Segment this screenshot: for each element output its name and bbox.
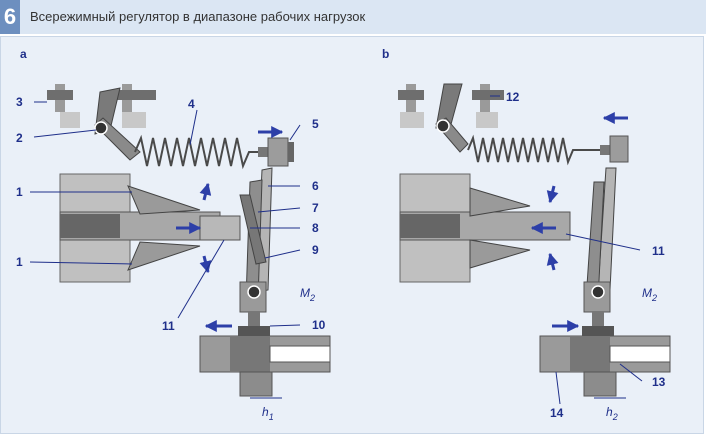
label-M2-b: M2 xyxy=(642,286,657,303)
header-bar: 6 Всережимный регулятор в диапазоне рабо… xyxy=(0,0,706,34)
label-M2-a: M2 xyxy=(300,286,315,303)
callout-a-4: 4 xyxy=(188,97,195,111)
panel-b-label: b xyxy=(382,47,389,61)
figure-number: 6 xyxy=(0,0,20,34)
leader-lines-a xyxy=(29,101,301,327)
callout-a-11: 11 xyxy=(162,319,175,333)
arrow-b-weight-down xyxy=(546,252,559,271)
callout-a-1-top: 1 xyxy=(16,185,23,199)
callout-a-3: 3 xyxy=(16,95,23,109)
stop-screws-a xyxy=(47,84,156,128)
arrow-b-weight-up xyxy=(546,185,559,204)
panel-a-label: a xyxy=(20,47,27,61)
callout-a-8: 8 xyxy=(312,221,319,235)
spring-holder-b xyxy=(600,135,629,163)
governor-levers-b xyxy=(585,167,617,301)
callout-a-2: 2 xyxy=(16,131,23,145)
tension-lever-b xyxy=(435,83,469,153)
control-rack-a xyxy=(199,335,331,397)
callout-b-14: 14 xyxy=(550,406,564,420)
arrow-a-weight-up xyxy=(199,182,212,201)
callout-a-10: 10 xyxy=(312,318,326,332)
flyweight-assembly-a xyxy=(59,173,241,283)
governor-levers-a xyxy=(239,167,273,301)
callout-a-7: 7 xyxy=(312,201,319,215)
callout-b-11: 11 xyxy=(652,244,665,258)
governor-spring-a xyxy=(134,134,258,170)
callout-b-12: 12 xyxy=(506,90,520,104)
callout-a-1-bottom: 1 xyxy=(16,255,23,269)
label-h2: h2 xyxy=(606,405,618,422)
pivot-and-rod-b xyxy=(582,281,614,336)
arrow-a-weight-down xyxy=(199,255,212,274)
tension-lever-a xyxy=(94,87,141,161)
label-h1: h1 xyxy=(262,405,274,422)
flyweight-assembly-b xyxy=(399,173,571,283)
spring-holder-a xyxy=(258,137,294,167)
callout-a-5: 5 xyxy=(312,117,319,131)
governor-spring-b xyxy=(467,134,600,166)
figure-title: Всережимный регулятор в диапазоне рабочи… xyxy=(30,9,366,24)
control-rack-b xyxy=(539,335,671,397)
stop-screws-b xyxy=(398,84,504,128)
callout-a-6: 6 xyxy=(312,179,319,193)
pivot-and-rod-a xyxy=(238,281,270,336)
callout-a-9: 9 xyxy=(312,243,319,257)
callout-b-13: 13 xyxy=(652,375,666,389)
leader-lines-b xyxy=(490,95,643,405)
